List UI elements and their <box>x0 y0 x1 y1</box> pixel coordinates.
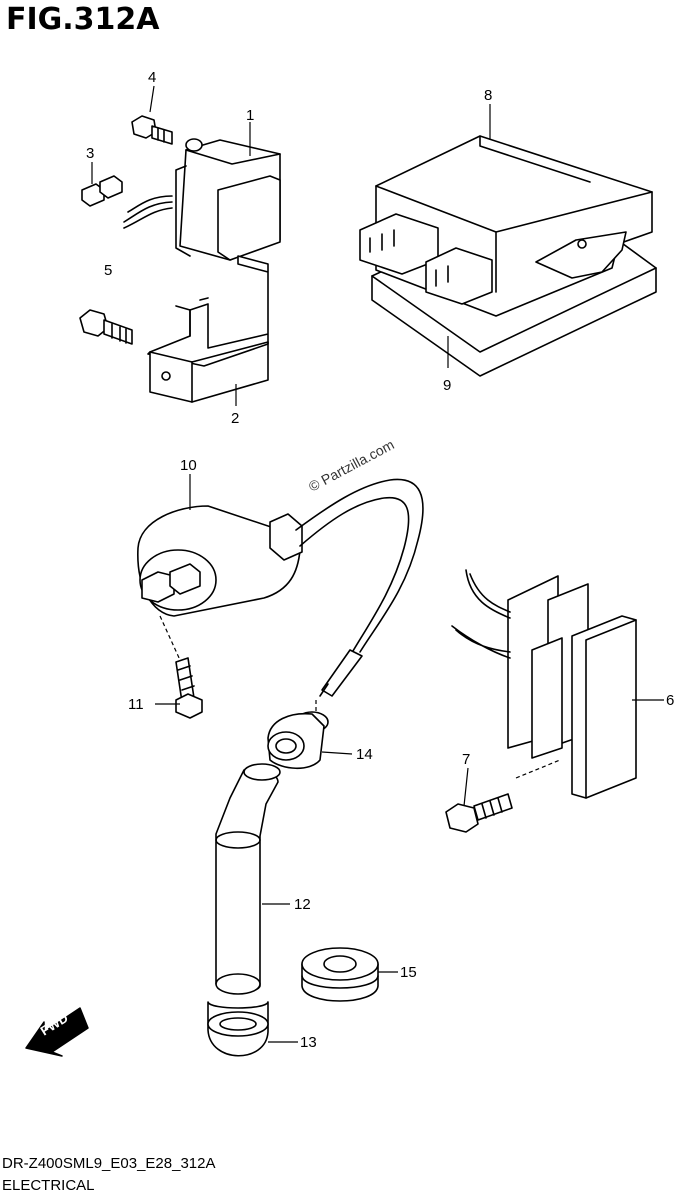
part-11-bolt[interactable] <box>175 657 203 719</box>
part-4-bolt[interactable] <box>131 115 173 145</box>
callout-4: 4 <box>148 69 156 86</box>
part-6-regulator[interactable] <box>451 569 637 799</box>
fwd-direction-arrow: FWD <box>25 1007 89 1057</box>
leader-lines <box>91 85 664 1043</box>
callout-1: 1 <box>246 107 254 124</box>
dashed-lead-11 <box>159 615 181 661</box>
callout-5: 5 <box>104 262 112 279</box>
figure-title: FIG.312A <box>6 2 160 37</box>
callout-7: 7 <box>462 751 470 768</box>
part-5-bolt[interactable] <box>79 309 133 345</box>
dashed-lead-7 <box>515 759 561 779</box>
callout-14: 14 <box>356 746 373 763</box>
part-1-relay[interactable] <box>123 138 281 261</box>
part-13-cap[interactable] <box>207 1001 269 1057</box>
section-label: ELECTRICAL <box>2 1177 95 1194</box>
callout-9: 9 <box>443 377 451 394</box>
part-8-cdi-unit[interactable] <box>359 135 653 317</box>
callout-13: 13 <box>300 1034 317 1051</box>
callout-2: 2 <box>231 410 239 427</box>
part-14-plug-boot[interactable] <box>267 711 329 770</box>
callout-6: 6 <box>666 692 674 709</box>
callout-12: 12 <box>294 896 311 913</box>
part-15-grommet[interactable] <box>301 947 379 1002</box>
callout-15: 15 <box>400 964 417 981</box>
callout-11: 11 <box>128 696 144 713</box>
callout-8: 8 <box>484 87 492 104</box>
diagram-code: DR-Z400SML9_E03_E28_312A <box>2 1155 216 1172</box>
callout-3: 3 <box>86 145 94 162</box>
part-10-ignition-coil[interactable] <box>137 478 424 697</box>
part-2-bracket[interactable] <box>147 255 269 403</box>
part-7-bolt[interactable] <box>445 793 513 833</box>
part-3-connector[interactable] <box>81 175 123 207</box>
callout-10: 10 <box>180 457 197 474</box>
watermark: © Partzilla.com <box>306 436 397 494</box>
part-12-plug-cap[interactable] <box>215 763 281 995</box>
